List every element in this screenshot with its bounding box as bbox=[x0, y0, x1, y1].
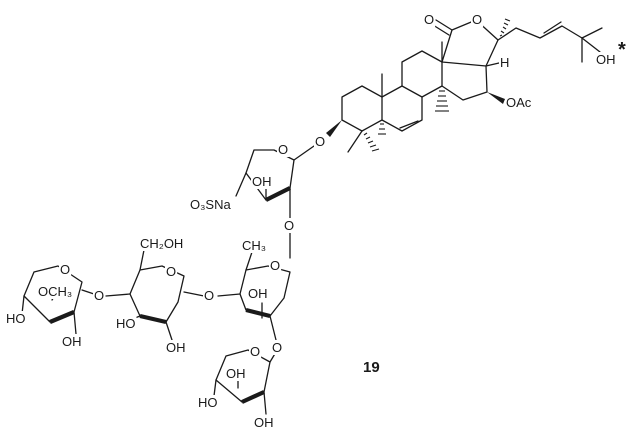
label-knockout bbox=[505, 95, 533, 110]
label-knockout bbox=[5, 311, 27, 326]
label-knockout bbox=[251, 174, 273, 189]
side-chain-c25-oh-bond bbox=[581, 37, 601, 53]
label-txyl-oh: OH bbox=[226, 366, 246, 381]
label-mxyl-ring-o: O bbox=[60, 262, 70, 277]
label-knockout bbox=[471, 12, 484, 27]
terminal-xylose-unit bbox=[213, 349, 277, 415]
label-lactone-ring-o: O bbox=[472, 12, 482, 27]
label-glc-ring-o: O bbox=[166, 264, 176, 279]
label-txyl-ring-o: O bbox=[250, 344, 260, 359]
label-knockout bbox=[115, 316, 137, 331]
quinovose-unit bbox=[217, 251, 291, 341]
label-knockout bbox=[314, 134, 327, 149]
label-knockout bbox=[37, 284, 74, 299]
xyl-sulfate-bond bbox=[235, 172, 247, 197]
label-qui-o4-link: O bbox=[204, 288, 214, 303]
lactone-ring bbox=[441, 19, 499, 67]
aglycone-core bbox=[326, 18, 603, 153]
lactone-carbonyl-b bbox=[432, 24, 450, 36]
ring-c bbox=[401, 50, 443, 98]
label-knockout bbox=[59, 262, 72, 277]
h17-bond bbox=[485, 62, 500, 67]
label-knockout bbox=[241, 238, 268, 253]
label-knockout bbox=[165, 264, 178, 279]
label-knockout bbox=[247, 286, 269, 301]
label-xyl-o2-link: O bbox=[284, 218, 294, 233]
label-knockout bbox=[93, 288, 106, 303]
oac-wedge bbox=[487, 92, 505, 104]
label-h17: H bbox=[500, 55, 509, 70]
label-mxyl-oh: OH bbox=[62, 334, 82, 349]
txyl-oh-bottom-bond bbox=[263, 391, 267, 415]
label-star-mark: * bbox=[618, 39, 626, 61]
double-bond-7-8 bbox=[399, 120, 419, 129]
label-glc-oh-left: HO bbox=[116, 316, 136, 331]
ring-a bbox=[341, 85, 383, 132]
label-glc-ch2oh: CH₂OH bbox=[140, 236, 183, 251]
terminal-methylxylose-unit bbox=[21, 265, 95, 335]
label-knockout bbox=[277, 142, 290, 157]
c4-methyl-a bbox=[347, 130, 363, 153]
label-oac: OAc bbox=[506, 95, 532, 110]
label-qui-ch3: CH₃ bbox=[242, 238, 266, 253]
mxyl-oh-bond bbox=[73, 311, 77, 335]
label-lactone-carbonyl-o: O bbox=[424, 12, 434, 27]
txyl-ho-bond bbox=[213, 379, 217, 397]
ring-b bbox=[381, 85, 423, 132]
qui-c2-o-bond bbox=[269, 315, 277, 341]
label-qui-oh: OH bbox=[248, 286, 268, 301]
label-xyl-ring-o: O bbox=[278, 142, 288, 157]
methyl-c14-hash bbox=[435, 90, 449, 112]
label-glc-oh-bottom: OH bbox=[166, 340, 186, 355]
lactone-carbonyl-a bbox=[435, 19, 453, 31]
label-knockout bbox=[269, 258, 282, 273]
c20-methyl-hash bbox=[499, 18, 511, 37]
xyl-c1-o-bond bbox=[293, 145, 315, 161]
label-side-chain-oh: OH bbox=[596, 52, 616, 67]
label-qui-ring-o: O bbox=[270, 258, 280, 273]
label-knockout bbox=[139, 236, 185, 251]
label-mxyl-och3: OCH₃ bbox=[38, 284, 72, 299]
side-chain-double-bond bbox=[543, 21, 562, 34]
glc-c3-o-bond bbox=[105, 293, 131, 297]
qui-c4-o-bond bbox=[217, 293, 241, 297]
label-knockout bbox=[499, 55, 511, 70]
label-knockout bbox=[271, 340, 284, 355]
label-glc-o3-link: O bbox=[94, 288, 104, 303]
label-knockout bbox=[595, 52, 617, 67]
qui-c6-bond bbox=[245, 251, 253, 271]
label-knockout bbox=[197, 395, 219, 410]
label-knockout bbox=[249, 344, 262, 359]
glc-c6-bond bbox=[139, 249, 145, 271]
mxyl-c1-o-bond bbox=[81, 289, 95, 295]
glc-c1-o-bond bbox=[183, 291, 205, 297]
label-knockout bbox=[61, 334, 83, 349]
c5-hash bbox=[378, 123, 386, 135]
xylose-unit bbox=[235, 145, 315, 259]
label-mxyl-ho: HO bbox=[6, 311, 26, 326]
label-qui-o2-link: O bbox=[272, 340, 282, 355]
label-o3-link: O bbox=[315, 134, 325, 149]
side-chain-c25-methyl-a bbox=[581, 27, 603, 39]
side-chain bbox=[497, 25, 583, 41]
compound-number: 19 bbox=[363, 359, 380, 376]
atom-labels: O O H OH * OAc O O OH O₃SNa O CH₃ O OH O… bbox=[5, 12, 626, 430]
label-txyl-oh-bottom: OH bbox=[254, 415, 274, 430]
label-knockout bbox=[203, 288, 216, 303]
glc-oh-bottom-bond bbox=[165, 321, 173, 341]
label-knockout bbox=[423, 12, 436, 27]
label-xyl-sulfate: O₃SNa bbox=[190, 197, 231, 212]
label-knockout bbox=[189, 197, 233, 212]
label-knockout bbox=[253, 415, 275, 430]
label-xyl-oh: OH bbox=[252, 174, 272, 189]
c3-o-wedge bbox=[326, 120, 342, 137]
ring-d bbox=[441, 61, 488, 101]
label-knockout bbox=[225, 366, 247, 381]
label-txyl-ho: HO bbox=[198, 395, 218, 410]
label-knockout bbox=[165, 340, 187, 355]
c4-methyl-b-hash bbox=[363, 132, 380, 152]
label-knockout bbox=[283, 218, 296, 233]
